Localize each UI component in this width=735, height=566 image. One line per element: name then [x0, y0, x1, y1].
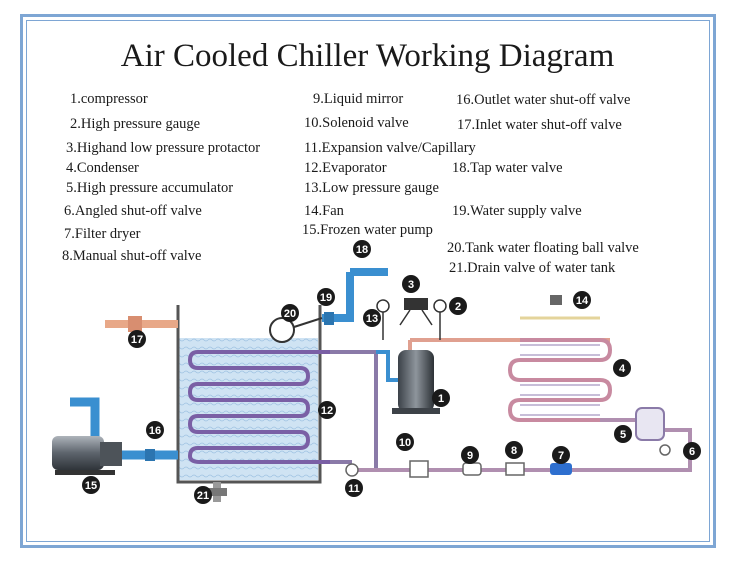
marker-21-label: 21	[197, 490, 209, 502]
legend-item-21: 21.Drain valve of water tank	[449, 260, 616, 276]
marker-20	[281, 304, 299, 322]
legend-item-18: 18.Tap water valve	[452, 160, 563, 176]
tap-water-pipe	[322, 268, 388, 325]
marker-9-label: 9	[467, 450, 473, 462]
marker-18-label: 18	[356, 244, 368, 256]
legend-item-12: 12.Evaporator	[304, 160, 387, 176]
legend-item-5: 5.High pressure accumulator	[66, 180, 234, 196]
marker-7-label: 7	[558, 450, 564, 462]
marker-8-label: 8	[511, 445, 517, 457]
marker-13	[363, 309, 381, 327]
marker-6-label: 6	[689, 446, 695, 458]
water-tank	[176, 305, 322, 484]
legend-item-7: 7.Filter dryer	[64, 226, 141, 242]
marker-10-label: 10	[399, 437, 411, 449]
marker-2-label: 2	[455, 301, 461, 313]
marker-4-label: 4	[619, 363, 626, 375]
marker-8	[505, 441, 523, 459]
marker-20-label: 20	[284, 308, 296, 320]
marker-6	[683, 442, 701, 460]
legend-item-16: 16.Outlet water shut-off valve	[456, 92, 631, 108]
fan	[520, 295, 600, 320]
marker-2	[449, 297, 467, 315]
inlet-water-pipe	[105, 316, 178, 332]
marker-19-label: 19	[320, 292, 332, 304]
marker-17-label: 17	[131, 334, 143, 346]
compressor	[392, 350, 440, 414]
marker-14	[573, 291, 591, 309]
legend-item-6: 6.Angled shut-off valve	[64, 203, 202, 219]
marker-7	[552, 446, 570, 464]
marker-15	[82, 476, 100, 494]
marker-9	[461, 446, 479, 464]
high-pressure-accumulator	[635, 407, 665, 441]
marker-17	[128, 330, 146, 348]
marker-1-label: 1	[438, 393, 444, 405]
legend-item-11: 11.Expansion valve/Capillary	[304, 140, 476, 156]
marker-12	[318, 401, 336, 419]
legend-item-4: 4.Condenser	[66, 160, 139, 176]
liquid-line-components	[345, 444, 671, 478]
outer-border	[20, 14, 716, 548]
drain-valve	[207, 482, 227, 502]
diagram-title: Air Cooled Chiller Working Diagram	[120, 38, 615, 74]
component-markers: 1 2 3 4 5 6 7 8 9 10 11 12 13 1	[82, 240, 701, 504]
marker-3-label: 3	[408, 279, 414, 291]
marker-11-label: 11	[348, 483, 360, 495]
marker-3	[402, 275, 420, 293]
legend-item-14: 14.Fan	[304, 203, 344, 219]
marker-4	[613, 359, 631, 377]
inner-border	[26, 20, 710, 542]
legend-item-9: 9.Liquid mirror	[313, 91, 404, 107]
marker-16	[146, 421, 164, 439]
marker-21	[194, 486, 212, 504]
outlet-water-pipe	[70, 397, 178, 461]
legend-item-8: 8.Manual shut-off valve	[62, 248, 202, 264]
legend-item-20: 20.Tank water floating ball valve	[447, 240, 639, 256]
marker-19	[317, 288, 335, 306]
condenser-coil	[507, 338, 613, 422]
legend-item-10: 10.Solenoid valve	[304, 115, 409, 131]
legend-item-15: 15.Frozen water pump	[302, 222, 433, 238]
marker-16-label: 16	[149, 425, 161, 437]
marker-5-label: 5	[620, 429, 626, 441]
marker-13-label: 13	[366, 313, 378, 325]
pressure-gauges	[376, 298, 447, 340]
marker-11	[345, 479, 363, 497]
legend-item-17: 17.Inlet water shut-off valve	[457, 117, 622, 133]
evaporator-coil	[187, 350, 330, 464]
marker-14-label: 14	[576, 295, 589, 307]
floating-ball-valve	[269, 317, 323, 343]
marker-15-label: 15	[85, 480, 97, 492]
marker-1	[432, 389, 450, 407]
legend-item-3: 3.Highand low pressure protactor	[66, 140, 261, 156]
marker-10	[396, 433, 414, 451]
legend-item-13: 13.Low pressure gauge	[304, 180, 439, 196]
legend-item-2: 2.High pressure gauge	[70, 116, 201, 132]
marker-18	[353, 240, 371, 258]
legend-item-19: 19.Water supply valve	[452, 203, 582, 219]
marker-12-label: 12	[321, 405, 333, 417]
marker-5	[614, 425, 632, 443]
frozen-water-pump	[52, 436, 122, 475]
legend-item-1: 1.compressor	[70, 91, 148, 107]
